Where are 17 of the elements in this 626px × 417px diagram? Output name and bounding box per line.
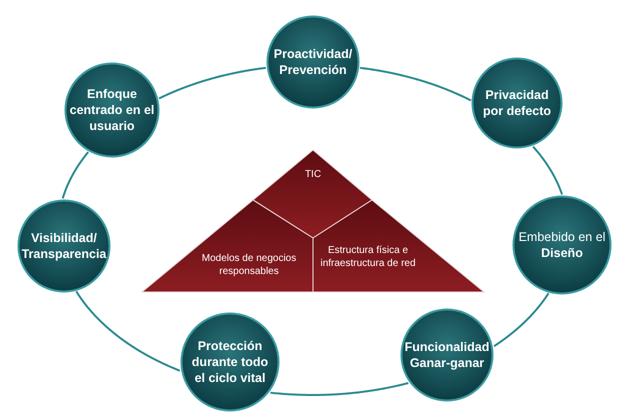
connector-line xyxy=(270,382,409,396)
node-label: Enfoque centrado en el usuario xyxy=(69,86,155,134)
connector-line xyxy=(158,66,266,100)
node-label: Protección durante todo el ciclo vital xyxy=(190,338,270,386)
connector-line xyxy=(62,151,90,199)
node-label: Funcionalidad Ganar-ganar xyxy=(404,338,490,372)
node-label: Visibilidad/ Transparencia xyxy=(20,230,108,262)
connector-line xyxy=(360,66,472,102)
node-label: Embebido en el Diseño xyxy=(518,228,606,262)
segment-label: TIC xyxy=(304,168,322,181)
node-label: Proactividad/ Prevención xyxy=(272,46,354,78)
segment-label: Estructura física e infraestructura de red xyxy=(319,244,417,270)
connector-line xyxy=(532,146,563,195)
connector-line xyxy=(494,292,550,348)
node-label: Privacidad por defecto xyxy=(482,86,552,120)
connector-line xyxy=(75,290,180,372)
segment-label: Modelos de negocios responsables xyxy=(200,252,298,278)
